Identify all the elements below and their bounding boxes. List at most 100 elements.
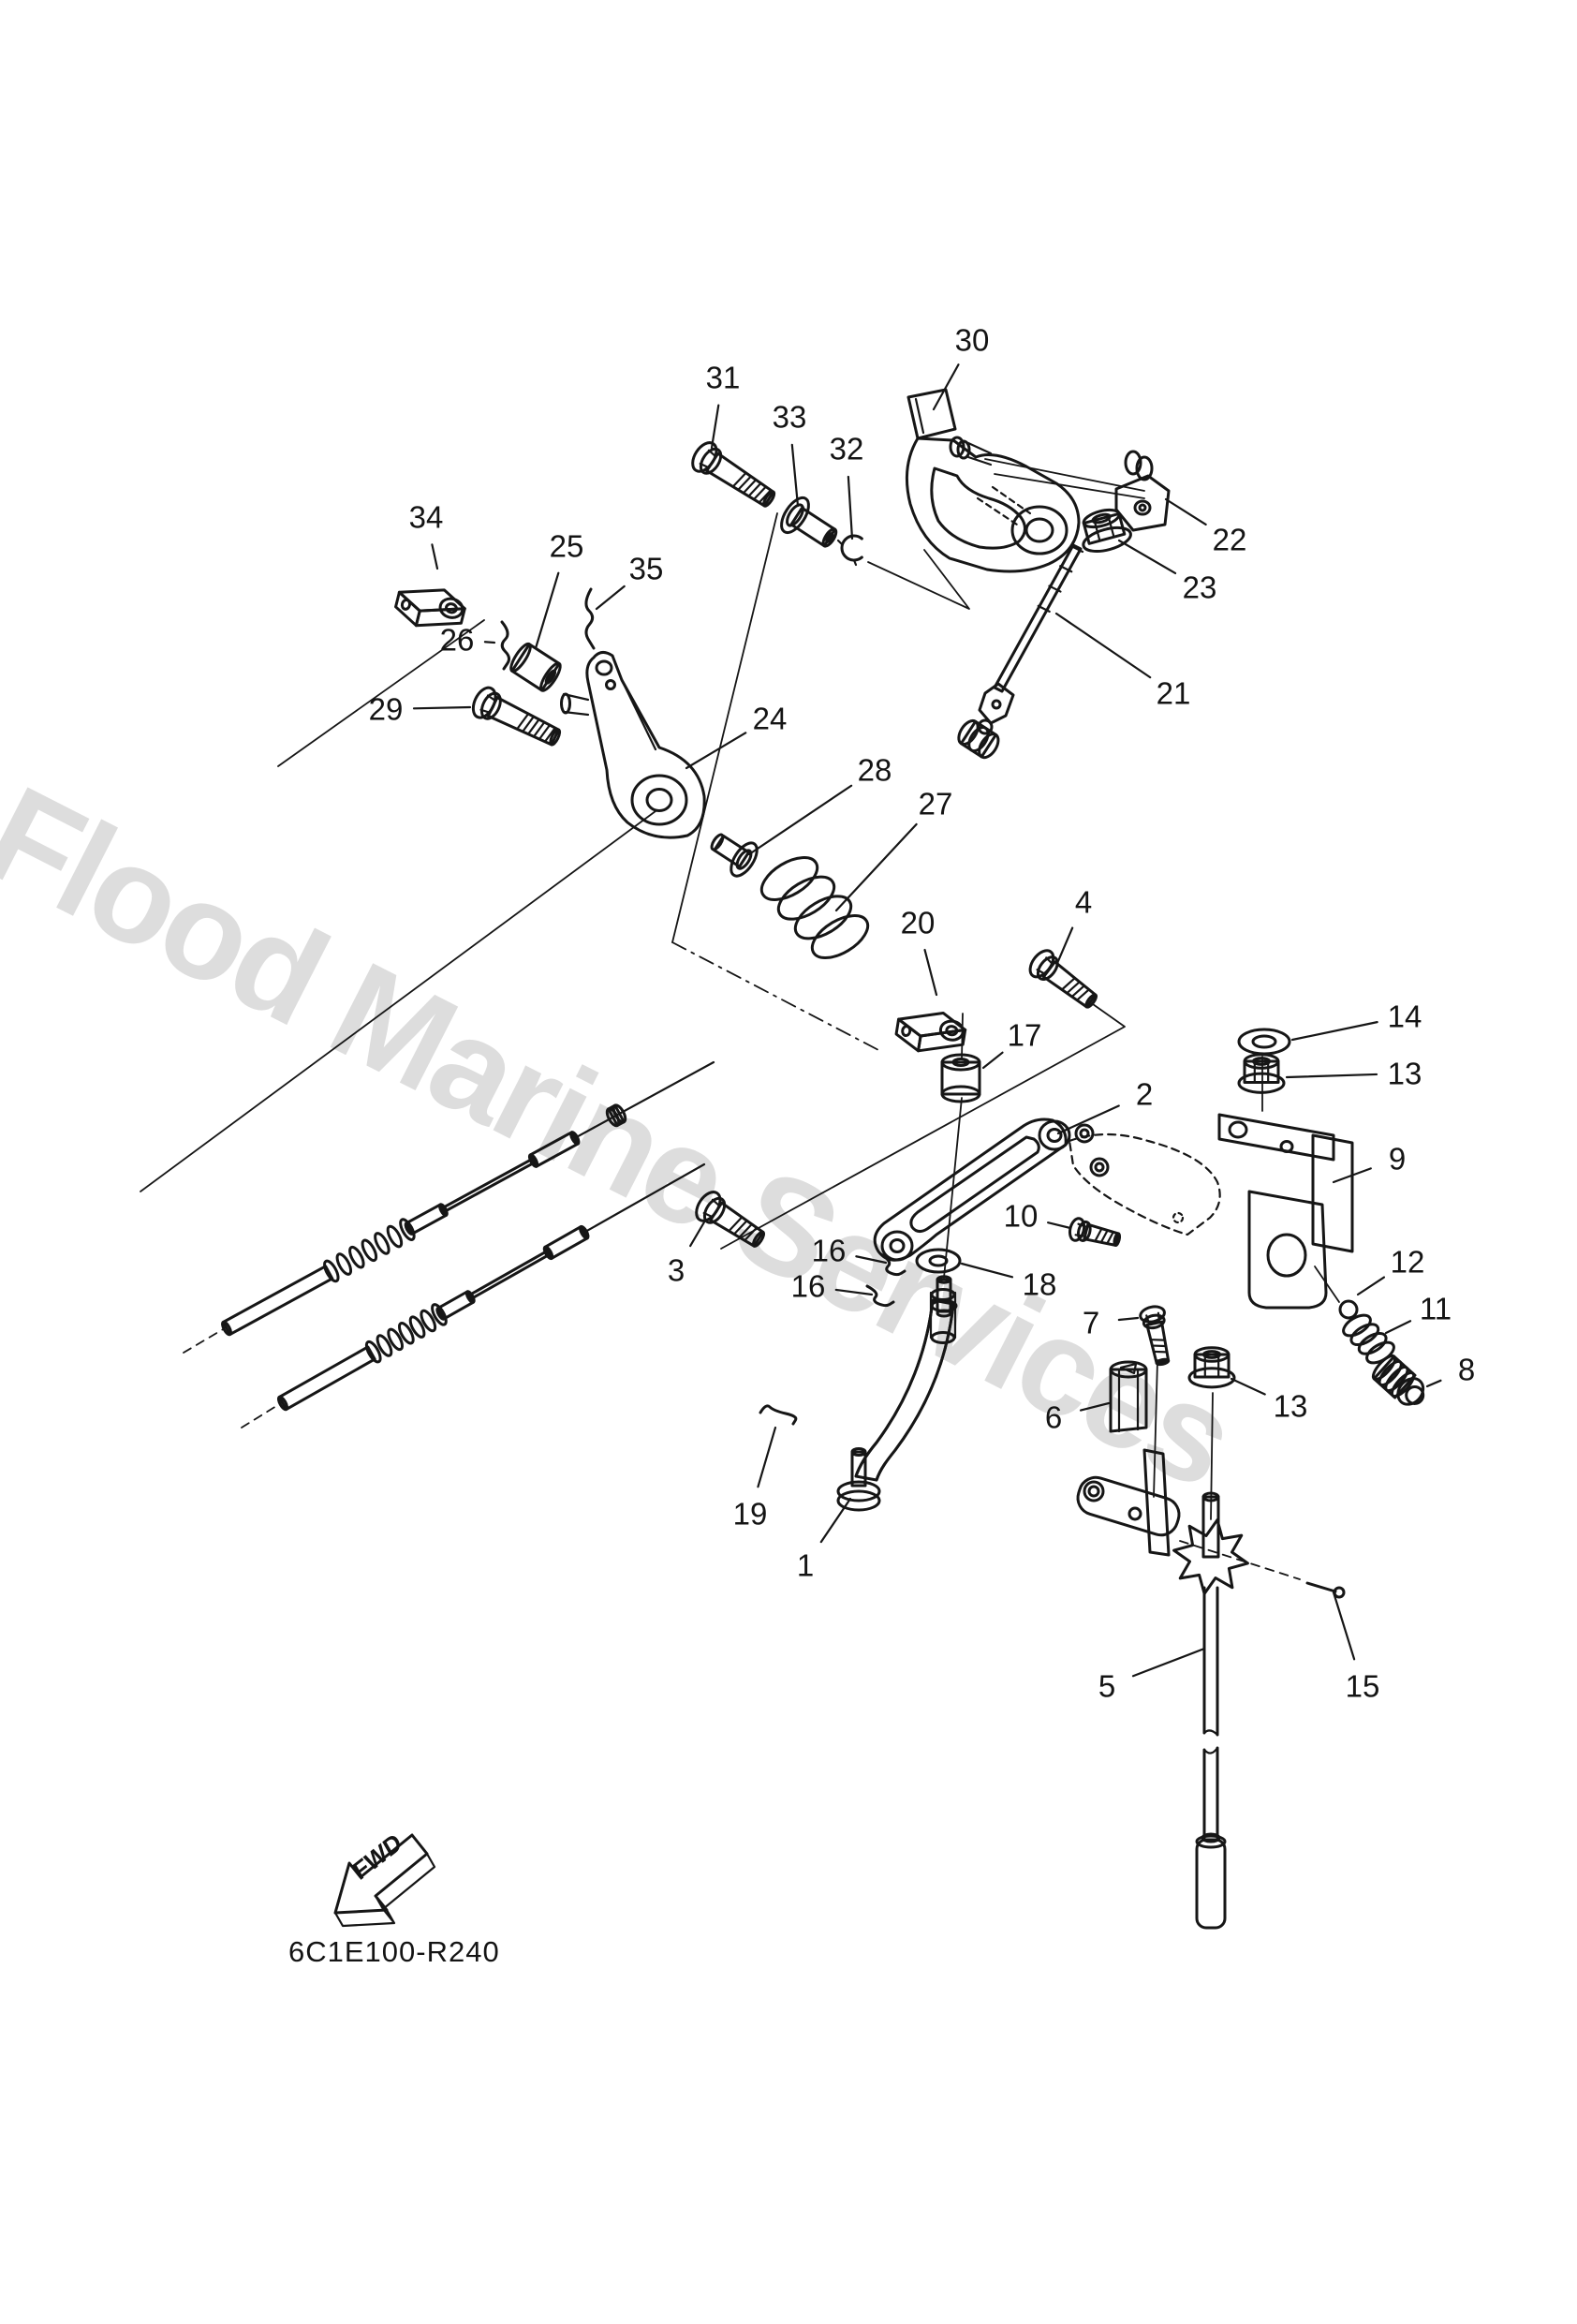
callout-leader-32 [847,475,854,540]
callout-13-lower: 13 [1274,1389,1308,1424]
pin-15 [1305,1581,1346,1599]
cable-a-nut [605,1103,627,1128]
callout-leader-13-lower [1230,1377,1266,1396]
callout-35: 35 [629,552,664,586]
callout-leader-4 [1056,926,1074,963]
callout-leader-2 [1056,1104,1120,1135]
bolt-29 [471,686,562,747]
cable-a [221,1060,715,1337]
part-code: 6C1E100-R240 [288,1935,500,1968]
construction-line-16 [241,1402,282,1428]
bracket-30 [905,388,1081,573]
callout-leader-33 [790,443,800,508]
callout-leader-35 [595,585,626,611]
construction-line-4 [671,941,881,1052]
bolt-4 [1028,949,1098,1009]
callout-leader-30 [932,363,960,411]
link-2 [873,1118,1071,1262]
callout-16-lower: 16 [791,1269,826,1304]
callout-16-upper: 16 [812,1234,847,1268]
callout-22: 22 [1213,523,1247,557]
callout-leader-28 [747,784,853,856]
callout-leader-17 [981,1051,1004,1070]
callout-1: 1 [797,1548,814,1583]
callout-leader-3 [689,1219,707,1248]
callout-25: 25 [550,529,584,564]
callout-leader-11 [1384,1320,1412,1335]
clip-35 [584,587,596,650]
callout-leader-5 [1131,1647,1206,1678]
construction-line-14 [1179,1540,1301,1580]
callout-15: 15 [1346,1669,1380,1704]
shaft-5 [1172,1491,1249,1930]
callout-18: 18 [1023,1267,1057,1302]
washer-18 [915,1248,962,1274]
spring-27 [759,856,870,959]
callout-leader-12 [1356,1276,1386,1296]
plug-8 [1371,1354,1425,1406]
bushing-28 [710,833,759,878]
clip-16b [865,1284,895,1308]
callout-leader-10 [1047,1221,1072,1230]
nut-13-upper [1237,1053,1286,1094]
callout-11: 11 [1420,1292,1452,1326]
callout-leader-1 [819,1497,852,1544]
callout-leader-14 [1290,1021,1378,1042]
spring-11 [1342,1313,1395,1365]
callout-leader-29 [412,705,472,710]
callout-33: 33 [773,400,807,435]
callout-6: 6 [1045,1400,1062,1435]
callout-leader-34 [431,543,439,570]
callout-leader-8 [1425,1379,1442,1388]
construction-line-6 [984,458,1145,492]
callout-12: 12 [1391,1245,1425,1280]
callout-30: 30 [955,323,990,358]
bracket-9 [1217,1113,1354,1310]
ring-12 [1338,1299,1359,1320]
washer-14 [1237,1028,1291,1056]
callout-leader-20 [923,948,938,997]
callout-leader-24 [685,732,747,770]
clip-26 [500,620,511,671]
fwd-arrow-side [333,1852,436,1928]
callout-13-upper: 13 [1388,1057,1422,1091]
construction-line-2 [720,1003,1126,1250]
construction-line-5 [867,549,970,610]
callout-10: 10 [1004,1199,1039,1234]
callout-leader-19 [757,1426,777,1488]
pin-19 [759,1404,798,1426]
callout-29: 29 [369,692,404,727]
construction-lines [140,458,1340,1580]
callout-4: 4 [1075,885,1092,920]
callout-17: 17 [1008,1018,1042,1053]
callout-leader-22 [1164,497,1207,526]
isolator-17 [940,1053,981,1103]
clip-16a [879,1252,906,1277]
damper-6 [1109,1360,1148,1433]
construction-line-10 [1153,1359,1158,1498]
callout-26: 26 [440,623,475,658]
callout-leader-31 [710,404,720,450]
fwd-arrow: FWD [333,1828,436,1928]
callout-21: 21 [1157,676,1191,711]
callout-24: 24 [753,702,788,736]
bushing-33 [780,496,838,548]
cable-b [276,1162,706,1412]
callout-leader-27 [834,822,918,912]
bushing-25 [509,642,562,692]
callout-leader-25 [534,571,560,650]
callout-9: 9 [1389,1142,1406,1177]
callout-leader-15 [1332,1591,1356,1661]
callout-31: 31 [706,361,741,395]
callout-7: 7 [1083,1306,1099,1340]
arm-1 [836,1288,957,1512]
lever-24 [560,651,706,839]
bolt-31 [691,441,776,508]
callout-leader-6 [1079,1401,1111,1412]
callout-leader-16-upper [855,1255,888,1265]
callout-leader-7 [1117,1316,1140,1322]
bolt-7 [1139,1305,1171,1367]
